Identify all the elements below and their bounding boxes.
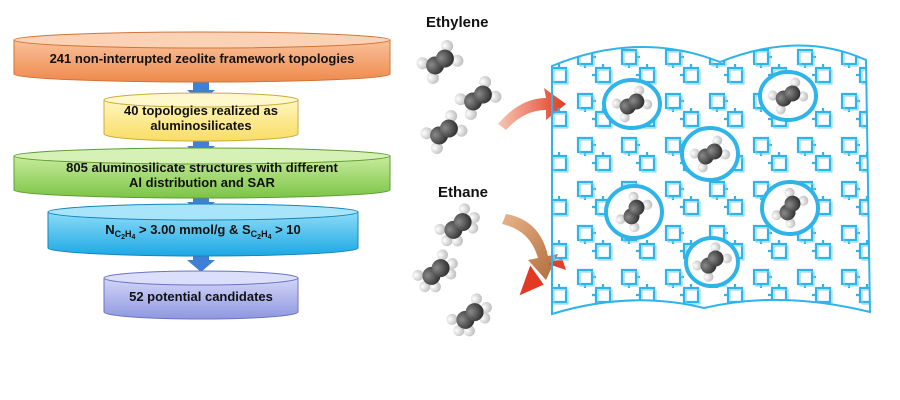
ethane-molecules: [412, 203, 492, 337]
stage-3-text-line-2: Al distribution and SAR: [129, 174, 275, 190]
stage-4-label: NC2H4 > 3.00 mmol/g & SC2H4 > 10: [48, 220, 358, 246]
ethylene-molecules: [416, 40, 502, 154]
stage-1-label: 241 non-interrupted zeolite framework to…: [14, 46, 390, 72]
stage-5-text: 52 potential candidates: [129, 288, 273, 304]
stage-1-text: 241 non-interrupted zeolite framework to…: [49, 50, 355, 66]
stage-2-text-line-2: aluminosilicates: [150, 117, 252, 133]
ethane-label: Ethane: [438, 184, 489, 201]
ethylene-molecule: [454, 76, 502, 120]
ethylene-molecule: [416, 40, 464, 84]
down-arrow-1: [187, 82, 215, 102]
zeolite-framework: [551, 44, 872, 316]
n-subscript: C2H4: [114, 229, 136, 242]
s-symbol: S: [242, 222, 251, 238]
stage-4-text: NC2H4 > 3.00 mmol/g & SC2H4 > 10: [105, 222, 301, 242]
stage-3-text-line-1: 805 aluminosilicate structures with diff…: [66, 160, 338, 175]
s-threshold: > 10: [271, 222, 301, 238]
down-arrow-4: [187, 252, 215, 272]
funnel-stage-4: [47, 203, 359, 257]
stage-3-label: 805 aluminosilicate structures with diff…: [14, 160, 390, 191]
ethane-molecule: [446, 293, 492, 337]
ethylene-label: Ethylene: [426, 14, 489, 31]
stage-2-label: 40 topologies realized as aluminosilicat…: [104, 103, 298, 134]
funnel-stage-1: [13, 31, 391, 83]
ethylene-adsorb-arrow: [498, 88, 566, 130]
funnel-stage-5: [103, 270, 299, 320]
ethylene-molecule: [420, 110, 468, 154]
s-subscript: C2H4: [250, 229, 272, 242]
funnel-stage-2: [103, 92, 299, 142]
n-threshold: > 3.00 mmol/g &: [135, 222, 242, 238]
stage-5-label: 52 potential candidates: [104, 284, 298, 310]
stage-2-text-line-1: 40 topologies realized as: [124, 103, 278, 118]
ethane-molecule: [412, 249, 458, 293]
adsorbed-ethylene: [611, 77, 809, 282]
n-symbol: N: [105, 222, 115, 238]
ethane-molecule: [434, 203, 480, 247]
screening-funnel: [13, 31, 391, 320]
funnel-stage-3: [13, 147, 391, 199]
